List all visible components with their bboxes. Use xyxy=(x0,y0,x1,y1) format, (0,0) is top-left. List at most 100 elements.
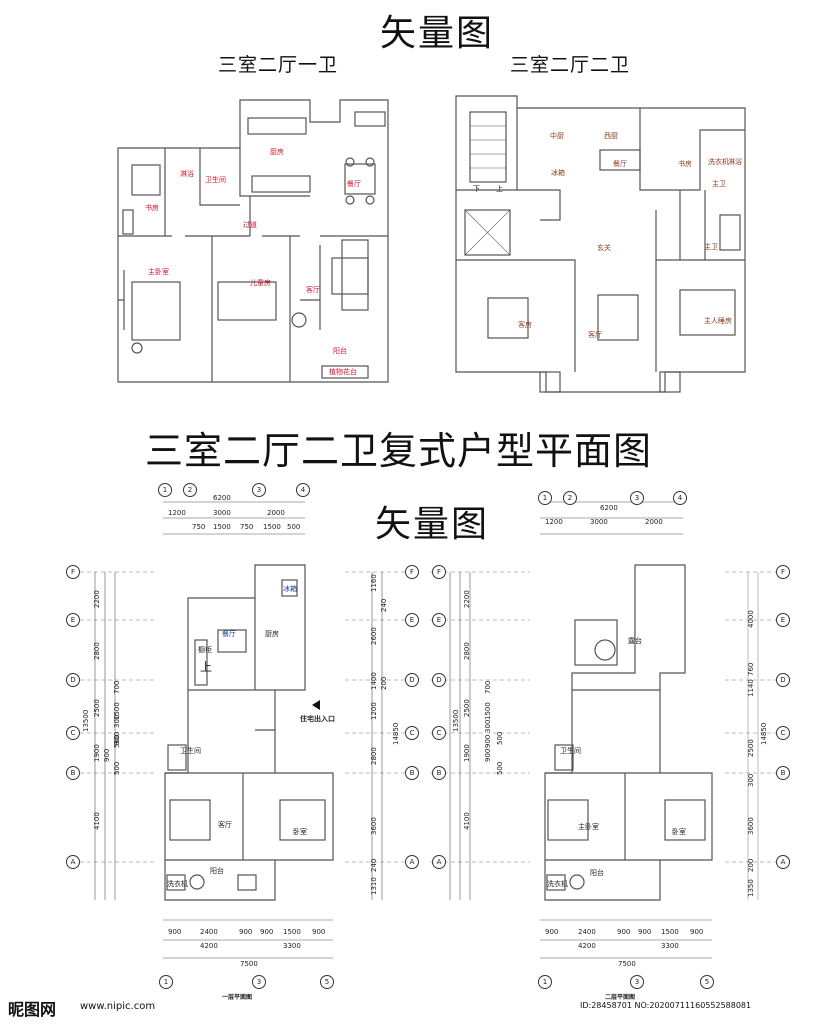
p1-shower-label: 淋浴 xyxy=(180,170,194,178)
f2-left-inner-7: 500 xyxy=(496,761,504,775)
f1-row-f-right: F xyxy=(405,565,419,579)
f1-right-3: 2600 xyxy=(370,627,378,645)
f2-axis-3: 3 xyxy=(630,491,644,505)
f2-bath-label: 卫生间 xyxy=(560,747,581,755)
f2-row-a: A xyxy=(432,855,446,869)
f1-row-d: D xyxy=(66,673,80,687)
p1-living-label: 客厅 xyxy=(306,286,320,294)
f1-dim-small-3: 750 xyxy=(240,523,254,531)
f1-row-d-right: D xyxy=(405,673,419,687)
f2-left-inner-4: 900 xyxy=(484,734,492,748)
f1-row-f: F xyxy=(66,565,80,579)
f2-left-inner-6: 900 xyxy=(484,748,492,762)
f2-row-f: F xyxy=(432,565,446,579)
f1-left-outer-3: 2500 xyxy=(93,699,101,717)
f1-bot-axis-3: 3 xyxy=(252,975,266,989)
f2-row-e: E xyxy=(432,613,446,627)
p2-laundry-label: 洗衣机 xyxy=(708,158,729,166)
f2-left-inner-1: 700 xyxy=(484,680,492,694)
p2-master-label: 主人睡房 xyxy=(704,317,732,325)
p2-guest-label: 客房 xyxy=(518,321,532,329)
f1-left-total: 13500 xyxy=(82,709,90,732)
f1-balcony-label: 阳台 xyxy=(210,867,224,875)
f1-row-e: E xyxy=(66,613,80,627)
watermark-url: www.nipic.com xyxy=(80,1001,156,1012)
f2-left-inner-5: 500 xyxy=(496,731,504,745)
p2-living-label: 客厅 xyxy=(588,331,602,339)
f1-row-a-right: A xyxy=(405,855,419,869)
f1-bot-small-2: 2400 xyxy=(200,928,218,936)
f2-bot-small-2: 2400 xyxy=(578,928,596,936)
f2-laundry-label: 洗衣机 xyxy=(547,880,568,888)
f2-row-c: C xyxy=(432,726,446,740)
f2-row-a-right: A xyxy=(776,855,790,869)
f2-row-c-right: C xyxy=(776,726,790,740)
f1-row-a: A xyxy=(66,855,80,869)
duplex-title: 三室二厅二卫复式户型平面图 xyxy=(145,429,653,473)
f1-axis-2: 2 xyxy=(183,483,197,497)
f1-dim-mid-3: 2000 xyxy=(267,509,285,517)
p2-western-kitchen-label: 西厨 xyxy=(604,132,618,140)
f1-bot-mid-2: 3300 xyxy=(283,942,301,950)
p1-plant-label: 植物花台 xyxy=(329,368,357,376)
f1-bedroom-label: 卧室 xyxy=(293,828,307,836)
p2-master-bath-label: 主卫 xyxy=(712,180,726,188)
f1-bot-axis-5: 5 xyxy=(320,975,334,989)
f2-dim-mid-3: 2000 xyxy=(645,518,663,526)
p2-dining-label: 餐厅 xyxy=(613,160,627,168)
f2-right-2: 760 xyxy=(747,662,755,676)
f1-right-10: 1310 xyxy=(370,877,378,895)
p2-study-label: 书房 xyxy=(678,160,692,168)
f1-entrance-label: 住宅出入口 xyxy=(300,715,335,723)
f1-up-label: 上 xyxy=(200,660,213,674)
p2-second-bath-label: 主卫 xyxy=(704,243,718,251)
f1-right-2: 240 xyxy=(380,598,388,612)
f1-left-outer-5: 4100 xyxy=(93,812,101,830)
f1-caption: 一层平面图 xyxy=(222,994,253,1001)
f2-right-3: 1140 xyxy=(747,679,755,697)
f2-right-6: 3600 xyxy=(747,817,755,835)
watermark-logo: 昵图网 xyxy=(8,1000,57,1019)
f2-axis-1: 1 xyxy=(538,491,552,505)
f2-right-total: 14850 xyxy=(760,722,768,745)
f2-dim-mid-1: 1200 xyxy=(545,518,563,526)
f1-row-b-right: B xyxy=(405,766,419,780)
f1-kitchen-label: 厨房 xyxy=(265,630,279,638)
f2-bot-total: 7500 xyxy=(618,960,636,968)
f2-left-outer-3: 2500 xyxy=(463,699,471,717)
f2-bot-axis-3: 3 xyxy=(630,975,644,989)
f1-left-inner-6: 900 xyxy=(103,748,111,762)
f1-bot-small-3: 900 xyxy=(239,928,253,936)
f2-right-5: 300 xyxy=(747,773,755,787)
f2-right-4: 2500 xyxy=(747,739,755,757)
p2-fridge-label: 冰箱 xyxy=(551,169,565,177)
f1-fridge-label: 冰箱 xyxy=(283,585,297,593)
f1-laundry-label: 洗衣机 xyxy=(167,880,188,888)
f2-row-b-right: B xyxy=(776,766,790,780)
f1-dim-total: 6200 xyxy=(213,494,231,502)
top-title: 矢量图 xyxy=(380,13,495,54)
p2-hall-label: 玄关 xyxy=(597,244,611,252)
f2-left-outer-5: 4100 xyxy=(463,812,471,830)
f2-left-outer-2: 2800 xyxy=(463,642,471,660)
f1-axis-4: 4 xyxy=(296,483,310,497)
f1-row-c: C xyxy=(66,726,80,740)
f2-axis-2: 2 xyxy=(563,491,577,505)
f2-caption: 二层平面图 xyxy=(605,994,636,1001)
p1-child-label: 儿童房 xyxy=(250,279,271,287)
f2-row-e-right: E xyxy=(776,613,790,627)
f2-row-b: B xyxy=(432,766,446,780)
f1-left-outer-2: 2800 xyxy=(93,642,101,660)
p2-down-label: 下 xyxy=(473,185,480,193)
f2-bot-axis-5: 5 xyxy=(700,975,714,989)
f1-bot-small-1: 900 xyxy=(168,928,182,936)
f1-row-c-right: C xyxy=(405,726,419,740)
f1-left-inner-7: 500 xyxy=(113,761,121,775)
f1-left-outer-1: 2200 xyxy=(93,590,101,608)
f1-bot-small-5: 1500 xyxy=(283,928,301,936)
f2-left-outer-4: 1900 xyxy=(463,744,471,762)
f1-row-e-right: E xyxy=(405,613,419,627)
f2-balcony-label: 阳台 xyxy=(590,869,604,877)
f1-dim-mid-2: 3000 xyxy=(213,509,231,517)
f1-dining-label: 餐厅 xyxy=(222,630,236,638)
